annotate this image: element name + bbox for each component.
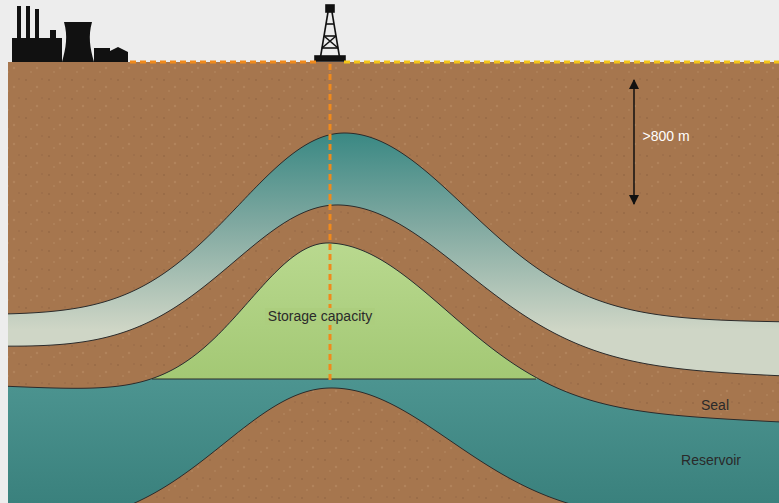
surface [12,5,779,384]
contact-line [152,379,536,380]
depth-arrow [633,80,635,204]
well-dashed [329,64,332,384]
seal-label: Seal [701,397,729,414]
layer-boundary [8,133,779,322]
reservoir-layer [8,243,779,503]
factory-symbol [12,6,128,62]
storage-label: Storage capacity [265,308,375,325]
reservoir-label: Reservoir [681,452,741,469]
layer-boundary [8,205,779,376]
surface-line-dashed [344,61,779,64]
pipeline-dashed [130,61,318,64]
depth-label: >800 m [642,128,689,145]
layer-boundary [8,243,779,422]
layer-boundary [8,388,779,503]
layers [8,133,779,503]
drill-rig-symbol [315,5,345,61]
